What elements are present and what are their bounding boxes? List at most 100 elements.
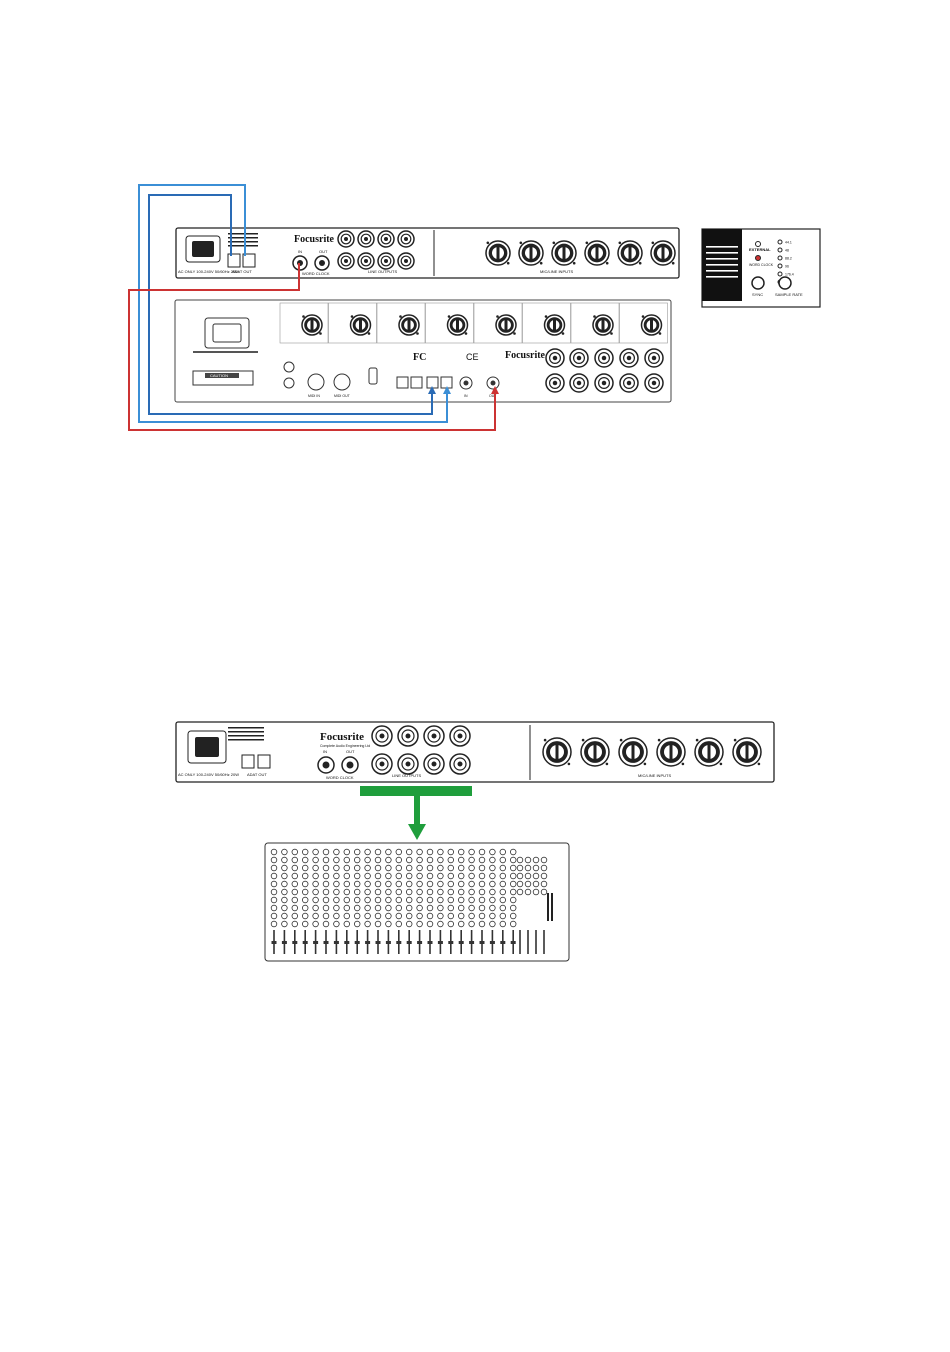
mixer-knob-icon xyxy=(437,912,444,920)
mixer-knob-icon xyxy=(302,856,309,864)
mixer-knob-icon xyxy=(343,904,350,912)
mixer-knob-icon xyxy=(322,872,330,880)
mixer-knob-icon xyxy=(385,880,392,888)
mixer-knob-icon xyxy=(354,888,361,896)
mixer-knob-icon xyxy=(406,904,413,912)
mixer-knob-icon xyxy=(426,856,434,864)
mixer-knob-icon xyxy=(468,912,475,920)
mixer-knob-icon xyxy=(291,872,298,880)
mixer-knob-icon xyxy=(364,880,371,888)
master-knob-icon xyxy=(516,864,524,872)
interface-wordclock-out-label: OUT xyxy=(489,394,497,398)
master-knob-icon xyxy=(532,872,540,880)
mixer-knob-icon xyxy=(333,888,340,896)
mixer-knob-icon xyxy=(302,864,309,872)
mixer-knob-icon xyxy=(499,856,506,864)
mixer-knob-icon xyxy=(489,888,496,896)
wordclock-in-label: IN xyxy=(298,249,302,254)
mixer-knob-icon xyxy=(354,848,361,856)
master-knob-icon xyxy=(532,856,540,864)
sample-rate-value: 44.1 xyxy=(785,241,792,245)
mixer-knob-icon xyxy=(499,904,506,912)
mixer-knob-icon xyxy=(395,856,402,864)
mixer-knob-icon xyxy=(291,856,298,864)
bus-fader[interactable] xyxy=(527,930,529,954)
wordclock-label: WORD CLOCK xyxy=(326,775,354,780)
signal-flow-arrow xyxy=(360,786,472,840)
mixer-knob-icon xyxy=(354,912,361,920)
bus-fader[interactable] xyxy=(519,930,521,954)
mixer-knob-icon xyxy=(374,896,382,904)
mixer-knob-icon xyxy=(437,888,444,896)
mixer-knob-icon xyxy=(364,888,371,896)
master-knob-icon xyxy=(540,864,548,872)
mixer-knob-icon xyxy=(510,856,517,864)
mixer-knob-icon xyxy=(312,912,319,920)
mixer-knob-icon xyxy=(333,920,340,928)
master-fader-r xyxy=(551,893,553,921)
mixer-knob-icon xyxy=(333,848,340,856)
mixer-knob-icon xyxy=(333,904,340,912)
mixing-console xyxy=(264,842,570,962)
mixer-knob-icon xyxy=(426,888,434,896)
interface-input-slot xyxy=(328,302,377,344)
mixer-knob-icon xyxy=(343,888,350,896)
mixer-knob-icon xyxy=(322,864,330,872)
mixer-knob-icon xyxy=(489,856,496,864)
sample-rate-led-icon xyxy=(777,239,783,245)
power-label: AC ONLY 100-240V 50/60Hz 20W xyxy=(178,772,239,777)
mixer-knob-icon xyxy=(354,896,361,904)
mixer-knob-icon xyxy=(302,920,309,928)
interface-xlr-inputs xyxy=(279,302,668,344)
mixer-knob-icon xyxy=(395,912,402,920)
mixer-knob-icon xyxy=(416,920,423,928)
bus-fader[interactable] xyxy=(535,930,537,954)
wordclock-cable-arrow xyxy=(491,386,499,394)
mixer-knob-icon xyxy=(510,872,517,880)
mixer-knob-icon xyxy=(468,880,475,888)
mixer-knob-icon xyxy=(364,856,371,864)
mixer-knob-icon xyxy=(374,888,382,896)
optical-in-4-port xyxy=(440,376,453,389)
mixer-knob-icon xyxy=(281,864,288,872)
mixer-knob-icon xyxy=(437,880,444,888)
mixer-knob-icon xyxy=(437,872,444,880)
mixer-knob-icon xyxy=(478,856,486,864)
fc-mark: FC xyxy=(413,352,426,363)
mixer-knob-icon xyxy=(426,864,434,872)
mixer-knob-icon xyxy=(510,848,517,856)
adat-out-label: ADAT OUT xyxy=(232,269,252,274)
channel-strips xyxy=(270,848,548,954)
master-knob-icon xyxy=(516,880,524,888)
mixer-knob-icon xyxy=(510,896,517,904)
front-panel-detail: EXTERNAL WORD CLOCK 44.14888.296176.4192… xyxy=(701,228,821,308)
preamp-rear-panel: AC ONLY 100-240V 50/60Hz 20W ADAT OUT IN… xyxy=(175,227,680,279)
mixer-knob-icon xyxy=(416,896,423,904)
mixer-knob-icon xyxy=(270,920,278,928)
mixer-knob-icon xyxy=(343,880,350,888)
sample-rate-button[interactable] xyxy=(778,276,792,290)
midi-in-port xyxy=(307,373,325,391)
arrow-head-icon xyxy=(408,824,426,840)
mixer-knob-icon xyxy=(437,848,444,856)
mixer-knob-icon xyxy=(354,856,361,864)
mixer-knob-icon xyxy=(489,912,496,920)
mixer-knob-icon xyxy=(437,896,444,904)
mixer-knob-icon xyxy=(364,864,371,872)
sync-button[interactable] xyxy=(751,276,765,290)
sample-rate-led-icon xyxy=(777,263,783,269)
mixer-knob-icon xyxy=(416,848,423,856)
mixer-knob-icon xyxy=(489,904,496,912)
mixer-knob-icon xyxy=(447,912,454,920)
master-knob-icon xyxy=(516,872,524,880)
brand-tagline: Complete Audio Engineering Ltd xyxy=(320,744,370,748)
master-knob-icon xyxy=(516,856,524,864)
mixer-knob-icon xyxy=(447,872,454,880)
mixer-knob-icon xyxy=(447,920,454,928)
adat-out-1-port xyxy=(227,253,241,268)
bus-fader[interactable] xyxy=(543,930,545,954)
mixer-knob-icon xyxy=(322,880,330,888)
mixer-knob-icon xyxy=(312,888,319,896)
mixer-knob-icon xyxy=(510,912,517,920)
mixer-knob-icon xyxy=(385,896,392,904)
